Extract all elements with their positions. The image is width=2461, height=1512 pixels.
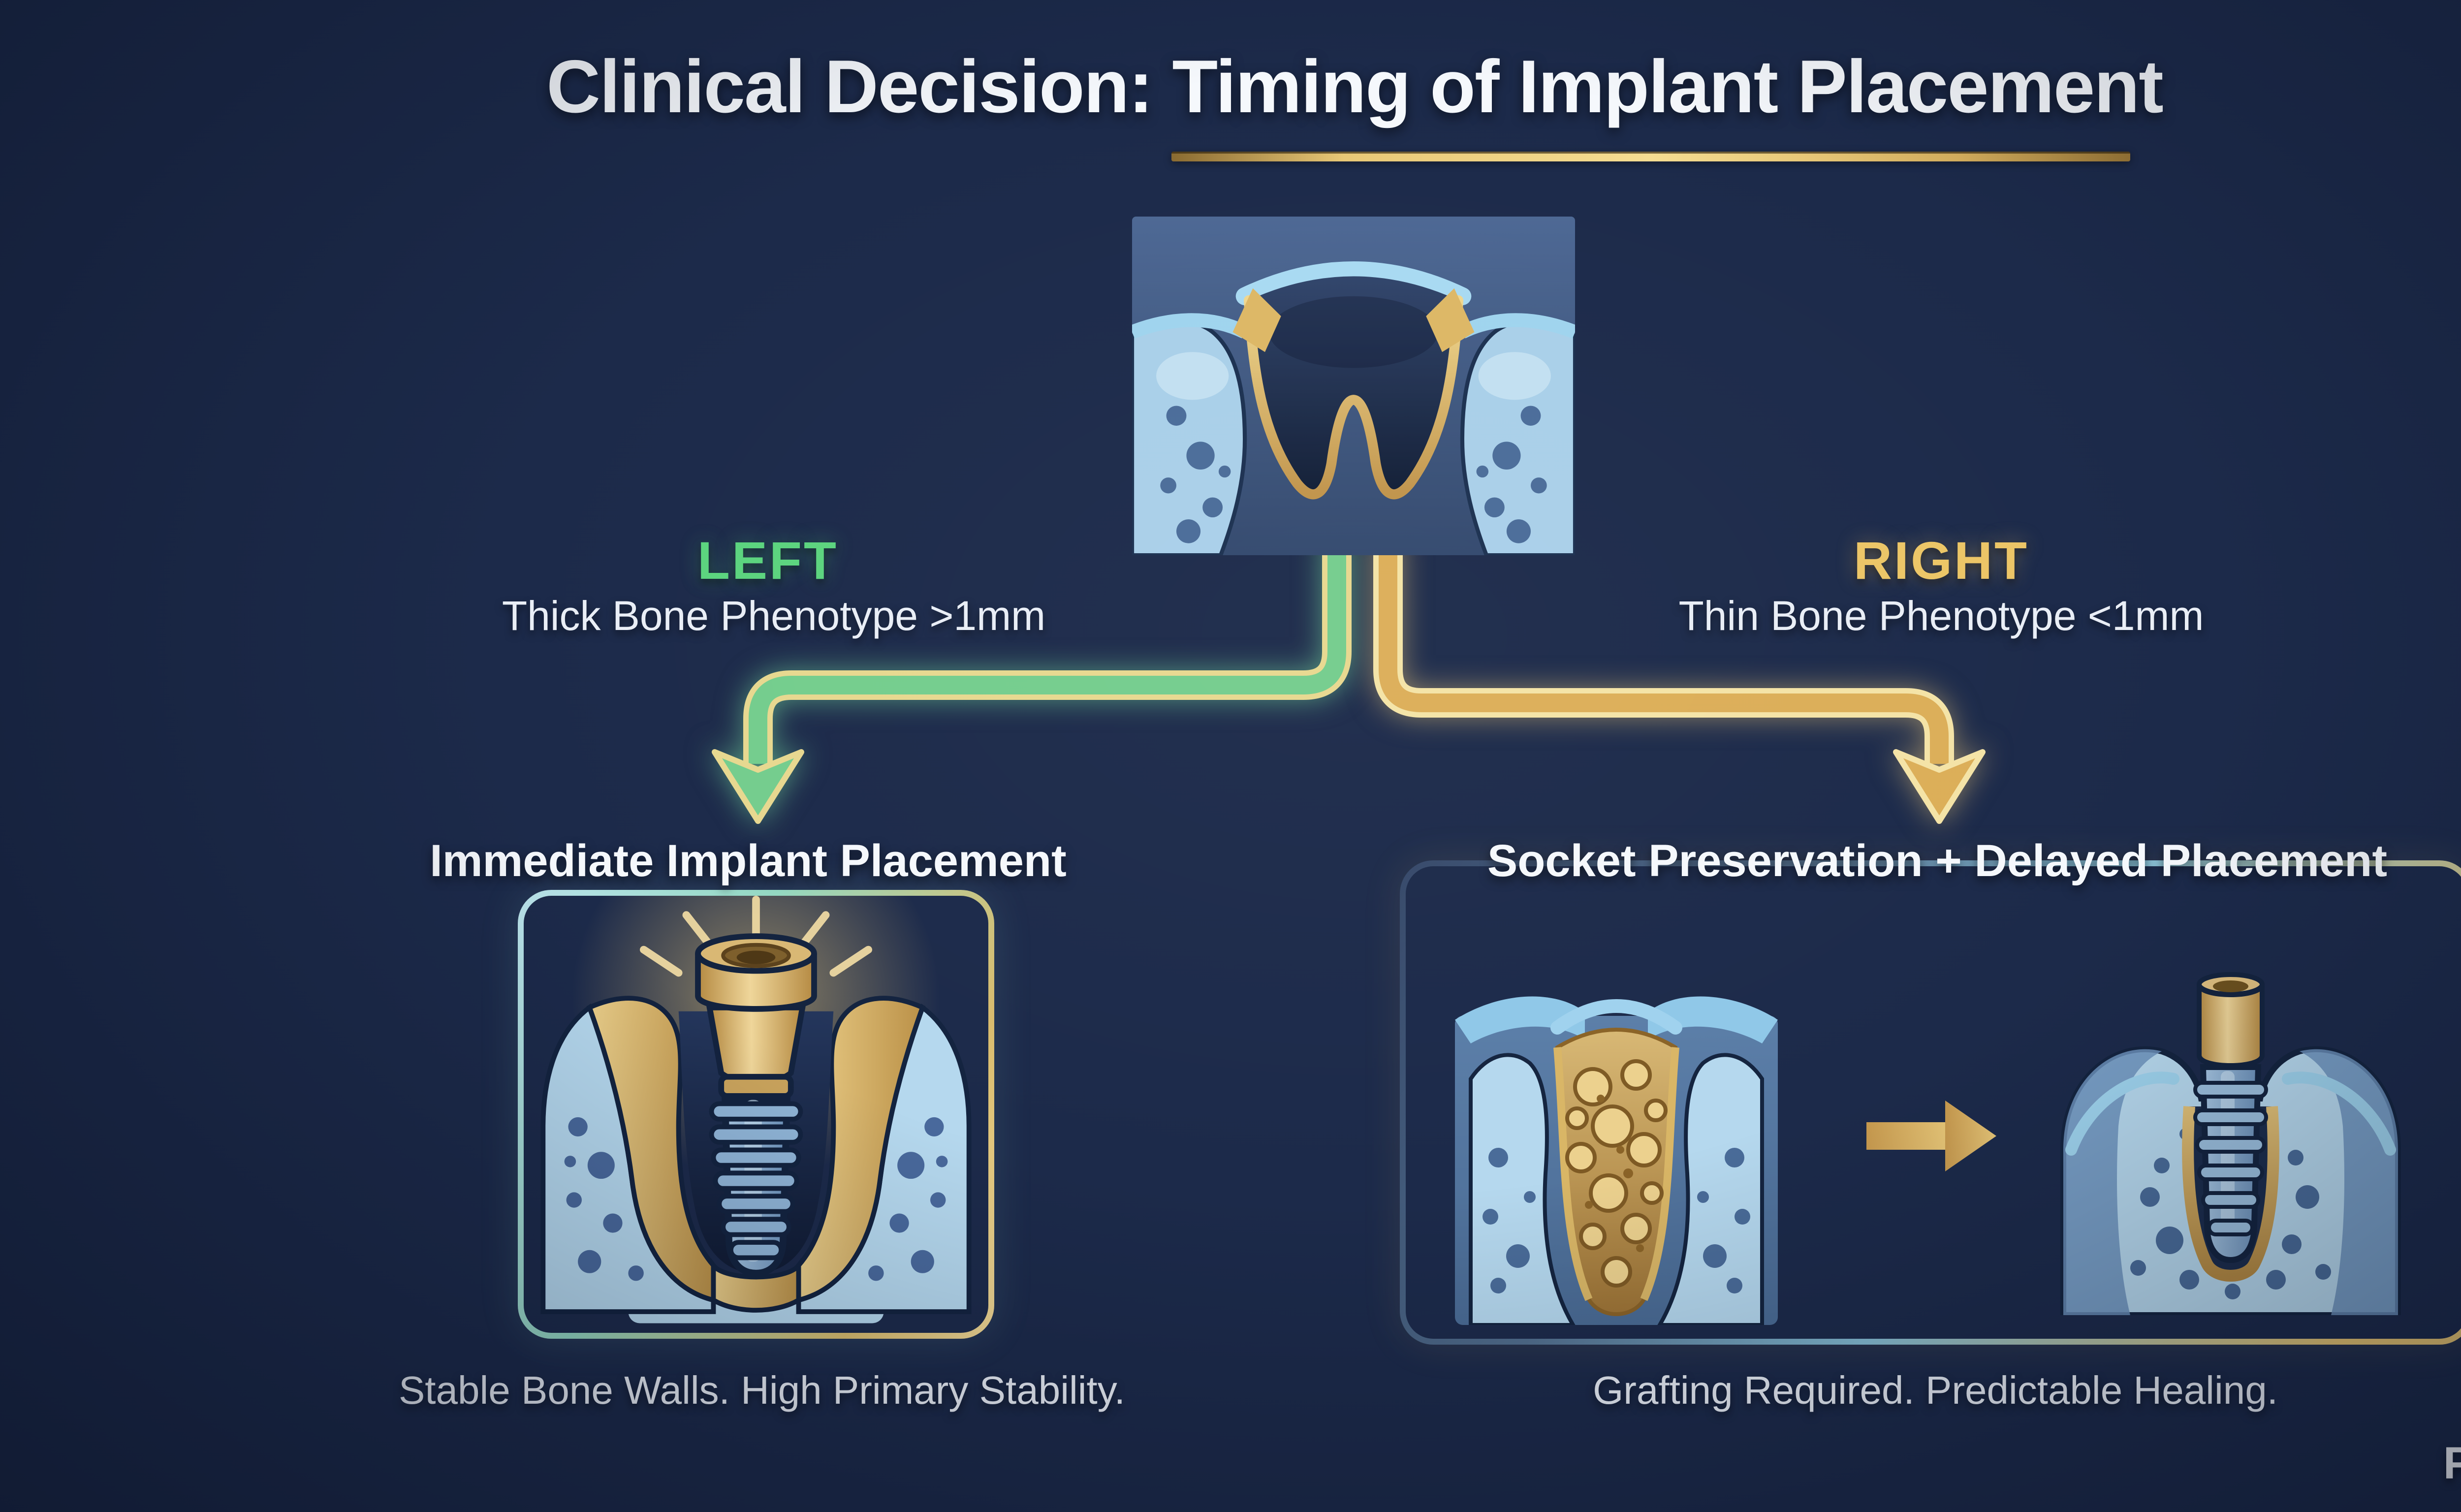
left-outcome-panel [518,890,994,1339]
graft-filled-socket-illustration [1455,996,1778,1325]
outcome-title-left: Immediate Implant Placement [430,835,1067,886]
extraction-socket-illustration [1132,217,1575,555]
right-outcome-panel-body [1406,866,2461,1339]
branch-label-left: LEFT [697,532,838,591]
delayed-implant-illustration [2060,972,2401,1315]
branch-condition-left: Thick Bone Phenotype >1mm [502,595,1046,640]
left-outcome-panel-body [524,896,988,1333]
branch-condition-right: Thin Bone Phenotype <1mm [1678,595,2204,640]
title-underline-bar [1171,152,2130,161]
periospot-wordmark: Periospot [2429,1437,2461,1490]
green-branch-arrow-icon [712,536,1352,824]
right-outcome-panel [1400,860,2461,1345]
outcome-title-right: Socket Preservation + Delayed Placement [1487,835,2388,886]
outcome-caption-left: Stable Bone Walls. High Primary Stabilit… [398,1370,1126,1414]
immediate-implant-illustration [540,896,972,1323]
gold-branch-arrow-icon [1373,536,1986,824]
periospot-logo: Periospot [2429,1343,2461,1490]
outcome-caption-right: Grafting Required. Predictable Healing. [1593,1370,2278,1414]
page-title: Clinical Decision: Timing of Implant Pla… [546,47,2164,130]
branch-label-right: RIGHT [1854,532,2029,591]
healing-arrow-icon [1866,1101,1996,1171]
